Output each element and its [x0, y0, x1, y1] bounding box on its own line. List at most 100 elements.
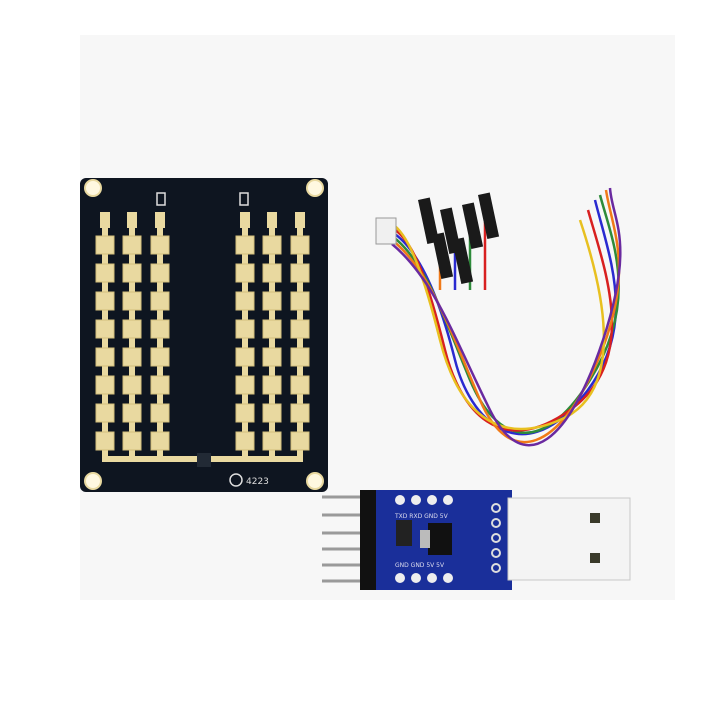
antenna-patch [290, 431, 310, 451]
antenna-patch [122, 319, 142, 339]
antenna-patch [290, 263, 310, 283]
top-pin-labels: TXD RXD GND 5V [394, 513, 449, 520]
dupont-connector [478, 192, 500, 240]
usb-pad [491, 548, 501, 558]
mounting-hole [84, 472, 102, 490]
solder-pad [427, 495, 437, 505]
header-pin [322, 513, 362, 517]
antenna-patch [122, 403, 142, 423]
antenna-patch [95, 291, 115, 311]
usb-pad [491, 518, 501, 528]
antenna-patch [122, 291, 142, 311]
usb-plug-hole [590, 513, 600, 523]
antenna-patch [122, 347, 142, 367]
solder-pad [411, 573, 421, 583]
radar-sensor-board: 4223 [80, 178, 328, 492]
bottom-pin-labels: GND GND 5V 5V [395, 562, 445, 569]
wire [391, 187, 622, 447]
usb-chip [396, 520, 412, 546]
usb-ttl-module: TXD RXD GND 5V GND GND 5V 5V [322, 490, 631, 590]
header-pin [322, 563, 362, 567]
solder-pad [427, 573, 437, 583]
antenna-patch [150, 403, 170, 423]
antenna-patch [262, 319, 282, 339]
solder-pad [411, 495, 421, 505]
usb-plug-hole [590, 553, 600, 563]
regulator [428, 523, 452, 555]
radar-chip [197, 453, 211, 467]
antenna-patch [95, 263, 115, 283]
dupont-connector [418, 197, 440, 245]
antenna-patch [150, 431, 170, 451]
dupont-connector [451, 237, 474, 285]
header-pin [322, 495, 362, 499]
antenna-patch [262, 375, 282, 395]
antenna-patch [262, 291, 282, 311]
header-pins [322, 495, 362, 583]
antenna-patch [150, 319, 170, 339]
antenna-patch [235, 403, 255, 423]
antenna-bus [211, 456, 303, 462]
antenna-patch [235, 431, 255, 451]
dupont-connector [461, 202, 484, 250]
antenna-patch [150, 263, 170, 283]
antenna-patch [290, 319, 310, 339]
antenna-patch [122, 431, 142, 451]
antenna-patch [122, 263, 142, 283]
usb-pad [491, 533, 501, 543]
antenna-patch [95, 431, 115, 451]
antenna-patch [262, 347, 282, 367]
antenna-patch [235, 347, 255, 367]
antenna-patch [95, 375, 115, 395]
mounting-hole [306, 179, 324, 197]
logo-mark [229, 473, 243, 487]
smd-component [156, 192, 166, 206]
antenna-patch [290, 347, 310, 367]
antenna-bus [102, 456, 197, 462]
antenna-array [95, 212, 310, 462]
mounting-hole [84, 179, 102, 197]
antenna-patch [290, 235, 310, 255]
antenna-patch [235, 375, 255, 395]
antenna-patch [95, 235, 115, 255]
header-pin [322, 531, 362, 535]
antenna-tip [100, 212, 110, 228]
antenna-patch [235, 263, 255, 283]
antenna-patch [235, 291, 255, 311]
antenna-patch [150, 235, 170, 255]
antenna-patch [122, 235, 142, 255]
antenna-patch [122, 375, 142, 395]
solder-pad [395, 573, 405, 583]
antenna-patch [262, 263, 282, 283]
pin-header [360, 490, 376, 590]
antenna-tip [267, 212, 277, 228]
solder-pad [443, 573, 453, 583]
antenna-patch [95, 403, 115, 423]
crystal [420, 530, 430, 548]
antenna-tip [155, 212, 165, 228]
mounting-hole [306, 472, 324, 490]
antenna-patch [262, 235, 282, 255]
smd-component [239, 192, 249, 206]
antenna-patch [262, 403, 282, 423]
antenna-tip [240, 212, 250, 228]
board-marking: 4223 [246, 477, 269, 487]
antenna-tip [127, 212, 137, 228]
dupont-connector [432, 232, 454, 280]
antenna-patch [235, 235, 255, 255]
antenna-tip [295, 212, 305, 228]
antenna-patch [95, 319, 115, 339]
antenna-patch [290, 403, 310, 423]
antenna-patch [290, 375, 310, 395]
usb-pad [491, 503, 501, 513]
antenna-patch [290, 291, 310, 311]
solder-pad [443, 495, 453, 505]
antenna-patch [95, 347, 115, 367]
usb-pad [491, 563, 501, 573]
solder-pads [395, 495, 501, 583]
antenna-patch [262, 431, 282, 451]
jst-connector [375, 217, 397, 245]
header-pin [322, 547, 362, 551]
